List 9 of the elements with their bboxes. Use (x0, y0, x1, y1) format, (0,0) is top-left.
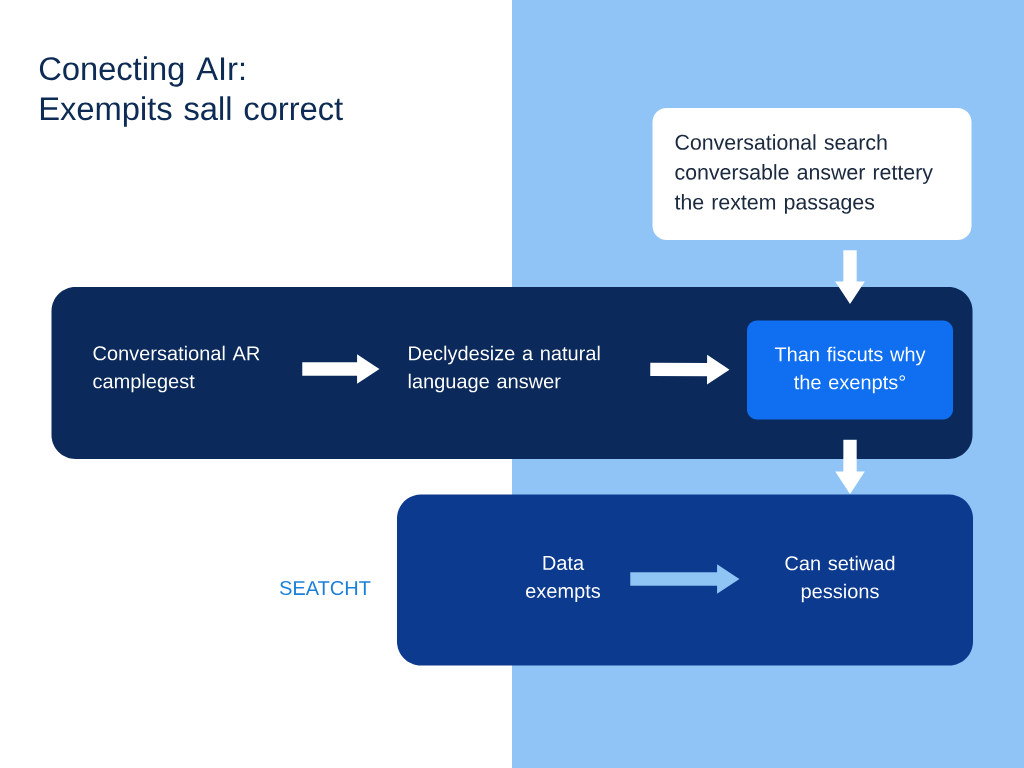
title: Conecting AIr: Exempits sall correct (39, 56, 343, 127)
step-text: Can setiwad pessions (785, 555, 895, 603)
step-text: Data exempts (526, 556, 601, 602)
highlight-box: Than fiscuts why the exenpts° (747, 320, 953, 420)
text-box: Conversational search conversable answer rettery the rextem passages (652, 108, 972, 240)
step-text: Declydesize a natural language answer (408, 345, 600, 393)
band (397, 494, 973, 666)
side-label: SEATCHT (280, 580, 371, 596)
step-text: Conversational AR camplegest (93, 345, 260, 393)
